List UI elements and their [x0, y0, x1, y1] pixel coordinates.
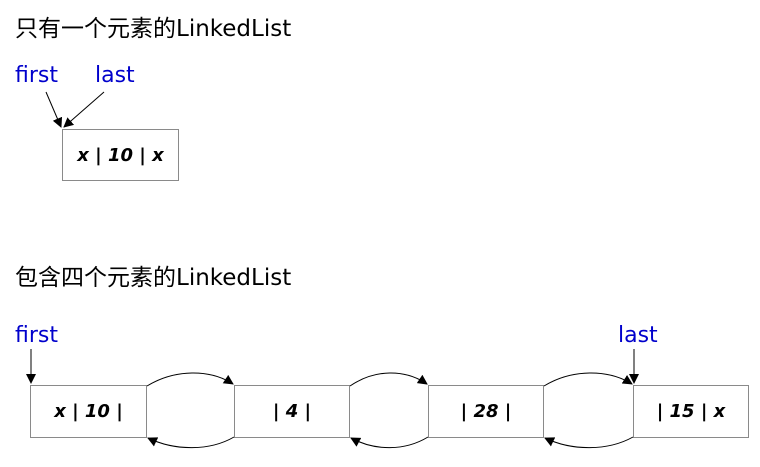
four-last-label: last [618, 323, 658, 348]
prev-link-3 [544, 436, 634, 449]
prev-link-1 [147, 436, 235, 449]
single-node-10: x | 10 | x [62, 129, 179, 181]
next-link-1 [146, 372, 234, 387]
single-last-label: last [95, 63, 135, 88]
next-link-2 [349, 372, 428, 387]
four-node-4: | 4 | [234, 385, 350, 438]
four-first-label: first [15, 323, 58, 348]
four-node-28: | 28 | [428, 385, 544, 438]
prev-link-2 [350, 436, 429, 449]
next-link-3 [543, 372, 633, 387]
single-first-pointer [45, 91, 63, 128]
single-section-title: 只有一个元素的LinkedList [15, 16, 292, 42]
single-last-pointer [63, 91, 105, 128]
four-section-title: 包含四个元素的LinkedList [15, 265, 292, 291]
four-node-15: | 15 | x [633, 385, 749, 438]
single-first-label: first [15, 63, 58, 88]
four-node-10: x | 10 | [30, 385, 147, 438]
